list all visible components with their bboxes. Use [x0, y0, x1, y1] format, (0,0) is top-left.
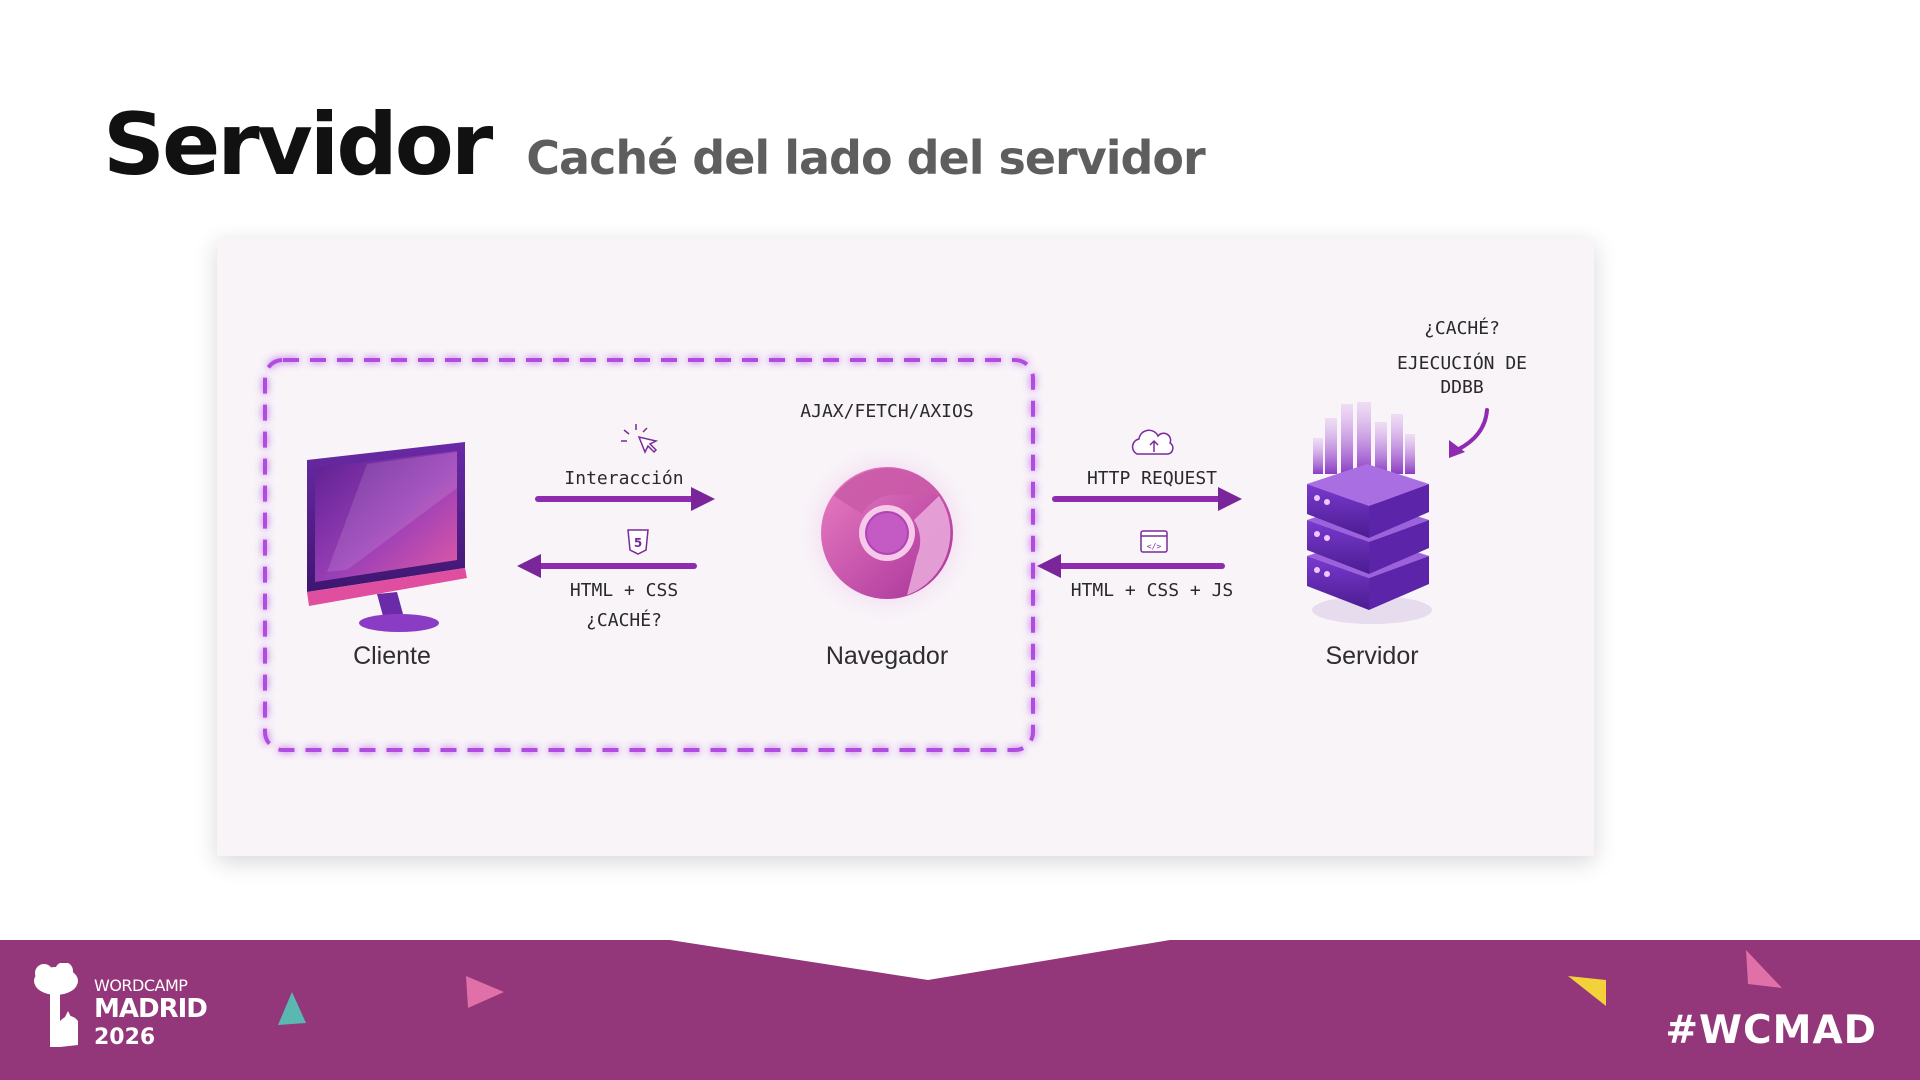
cursor-click-icon — [621, 424, 656, 452]
html5-icon: 5 — [628, 530, 648, 554]
arrow-http-request — [1052, 487, 1242, 511]
server-stack-icon — [1307, 402, 1432, 624]
slide-header: Servidor Caché del lado del servidor — [103, 95, 1205, 195]
browser-logo-icon — [795, 441, 979, 625]
node-label-server: Servidor — [1292, 642, 1452, 671]
label-db-exec-line2: DDBB — [1382, 377, 1542, 398]
node-label-client: Cliente — [312, 642, 472, 671]
arrow-html-css-js-response — [1037, 554, 1225, 578]
node-label-browser: Navegador — [805, 642, 969, 671]
monitor-icon — [307, 442, 467, 632]
logo-text-year: 2026 — [94, 1025, 155, 1050]
diagram-graphics: 5 </> — [217, 238, 1594, 856]
db-cache-arrow — [1449, 410, 1487, 458]
logo-text-madrid: MADRID — [94, 994, 207, 1024]
label-http-request: HTTP REQUEST — [1057, 468, 1247, 489]
code-window-icon: </> — [1141, 531, 1167, 552]
slide-subtitle: Caché del lado del servidor — [526, 131, 1204, 185]
event-hashtag: #WCMAD — [1665, 1008, 1877, 1053]
label-cache-server: ¿CACHÉ? — [1407, 318, 1517, 339]
label-html-css: HTML + CSS — [535, 580, 713, 601]
wordcamp-madrid-logo: WORDCAMP MADRID 2026 — [30, 963, 210, 1063]
arrow-interaction — [535, 487, 715, 511]
arrow-html-css-response — [517, 554, 697, 578]
label-cache-client: ¿CACHÉ? — [535, 610, 713, 631]
slide-title: Servidor — [103, 95, 490, 195]
label-html-css-js: HTML + CSS + JS — [1057, 580, 1247, 601]
label-interaction: Interacción — [535, 468, 713, 489]
logo-emblem-icon — [30, 963, 90, 1053]
svg-text:</>: </> — [1147, 542, 1162, 551]
architecture-diagram: 5 </> — [217, 238, 1594, 856]
svg-text:5: 5 — [634, 536, 642, 550]
logo-text-wordcamp: WORDCAMP — [94, 976, 187, 995]
label-ajax-fetch-axios: AJAX/FETCH/AXIOS — [777, 401, 997, 422]
footer-band — [0, 940, 1920, 1080]
label-db-exec-line1: EJECUCIÓN DE — [1382, 353, 1542, 374]
cloud-upload-icon — [1133, 430, 1173, 454]
